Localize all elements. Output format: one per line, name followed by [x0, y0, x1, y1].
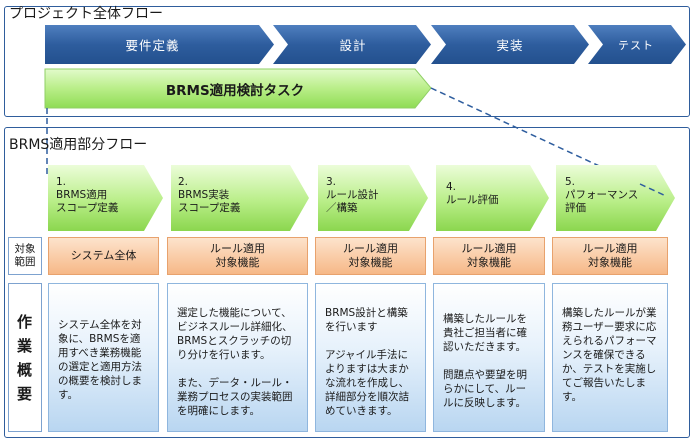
brms-flow-title: BRMS適用部分フロー	[9, 137, 148, 153]
step-label-1: 1. BRMS適用 スコープ定義	[56, 176, 119, 214]
phase-test-label: テスト	[618, 38, 654, 52]
dashed-connector-right-tail	[639, 183, 667, 197]
row-label-target: 対象 範囲	[8, 237, 42, 275]
row-label-work: 作 業 概 要	[8, 283, 42, 432]
phase-requirements-label: 要件定義	[125, 38, 180, 53]
phase-chevron-design	[273, 25, 431, 64]
scope-box-2: ルール適用 対象機能	[167, 237, 308, 275]
step-label-3: 3. ルール設計 ／構築	[326, 176, 379, 214]
task-arrow	[44, 68, 432, 109]
phase-implementation-label: 実装	[496, 38, 524, 53]
task-label: BRMS適用検討タスク	[165, 82, 305, 99]
phase-chevron-test	[588, 25, 686, 64]
scope-box-1: システム全体	[48, 237, 159, 275]
project-flow-frame	[4, 6, 690, 117]
step-chevron-3	[318, 165, 428, 231]
project-flow-title: プロジェクト全体フロー	[9, 6, 163, 22]
scope-box-3: ルール適用 対象機能	[315, 237, 426, 275]
phase-design-label: 設計	[339, 38, 367, 53]
step-chevron-5	[556, 165, 675, 231]
step-label-5: 5. パフォーマンス 評価	[565, 176, 639, 214]
description-box-3: BRMS設計と構築を行います アジャイル手法によりますは大まかな流れを作成し、詳…	[315, 283, 426, 432]
phase-chevron-requirements	[45, 25, 274, 64]
description-box-1: システム全体を対象に、BRMSを適用すべき業務機能の選定と適用方法の概要を検討し…	[48, 283, 159, 432]
brms-flow-frame	[4, 127, 690, 438]
step-chevron-4	[436, 165, 549, 231]
step-label-4: 4. ルール評価	[446, 181, 499, 206]
step-label-2: 2. BRMS実装 スコープ定義	[178, 176, 241, 214]
scope-box-5: ルール適用 対象機能	[552, 237, 668, 275]
step-chevron-2	[171, 165, 309, 231]
phase-chevron-implementation	[431, 25, 589, 64]
step-chevron-1	[48, 165, 163, 231]
description-box-4: 構築したルールを貴社ご担当者に確認いただきます。 問題点や要望を明らかにして、ル…	[433, 283, 545, 432]
scope-box-4: ルール適用 対象機能	[433, 237, 545, 275]
description-box-5: 構築したルールが業務ユーザー要求に応えられるパフォーマンスを確保できるか、テスト…	[552, 283, 668, 432]
description-box-2: 選定した機能について、ビジネスルール詳細化、BRMSとスクラッチの切り分けを行い…	[167, 283, 308, 432]
